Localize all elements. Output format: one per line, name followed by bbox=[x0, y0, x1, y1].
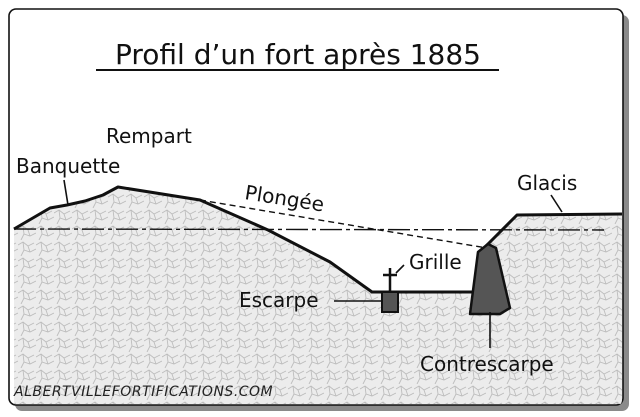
label-escarpe: Escarpe bbox=[239, 288, 319, 312]
natural-ground-line bbox=[13, 228, 605, 231]
label-grille: Grille bbox=[409, 250, 462, 274]
escarpe-wall bbox=[381, 291, 399, 313]
terrain-outline bbox=[13, 185, 622, 294]
label-banquette: Banquette bbox=[16, 154, 120, 178]
label-contrescarpe: Contrescarpe bbox=[420, 352, 554, 376]
contrescarpe-wall bbox=[468, 242, 512, 316]
label-glacis: Glacis bbox=[517, 171, 577, 195]
diagram-title: Profil d’un fort après 1885 bbox=[115, 38, 481, 71]
grille-leader bbox=[395, 264, 405, 274]
banquette-leader bbox=[63, 179, 69, 206]
plongee-line bbox=[199, 199, 488, 249]
glacis-leader bbox=[550, 194, 563, 213]
ground-mass bbox=[14, 187, 622, 404]
site-credit: ALBERTVILLEFORTIFICATIONS.COM bbox=[13, 384, 273, 400]
label-rempart: Rempart bbox=[106, 124, 192, 148]
